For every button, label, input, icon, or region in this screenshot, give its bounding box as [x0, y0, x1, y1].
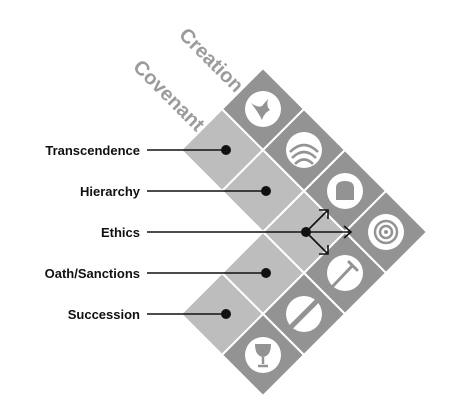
bird-icon: [245, 91, 281, 127]
waters-icon: [286, 132, 322, 168]
dot-oath: [261, 268, 271, 278]
label-hierarchy: Hierarchy: [80, 184, 141, 199]
dot-transcendence: [221, 145, 231, 155]
covenant-label: Covenant: [128, 56, 208, 136]
arrow-down-right-icon: [319, 245, 329, 255]
dot-hierarchy: [261, 186, 271, 196]
spiral-icon: [368, 214, 404, 250]
dot-succession: [221, 309, 231, 319]
label-transcendence: Transcendence: [45, 143, 140, 158]
label-ethics: Ethics: [101, 225, 140, 240]
ethics-arrows: [305, 209, 353, 255]
bread-icon: [327, 173, 363, 209]
cup-icon: [245, 337, 281, 373]
leader-lines: [147, 149, 350, 315]
arrow-right-icon: [343, 225, 353, 239]
sword-icon: [286, 296, 322, 332]
label-oath-sanctions: Oath/Sanctions: [45, 266, 140, 281]
row-labels: Transcendence Hierarchy Ethics Oath/Sanc…: [45, 143, 141, 322]
arrow-up-right-icon: [319, 209, 329, 219]
label-succession: Succession: [68, 307, 140, 322]
creation-label: Creation: [174, 24, 247, 97]
horn-icon: [327, 255, 363, 291]
